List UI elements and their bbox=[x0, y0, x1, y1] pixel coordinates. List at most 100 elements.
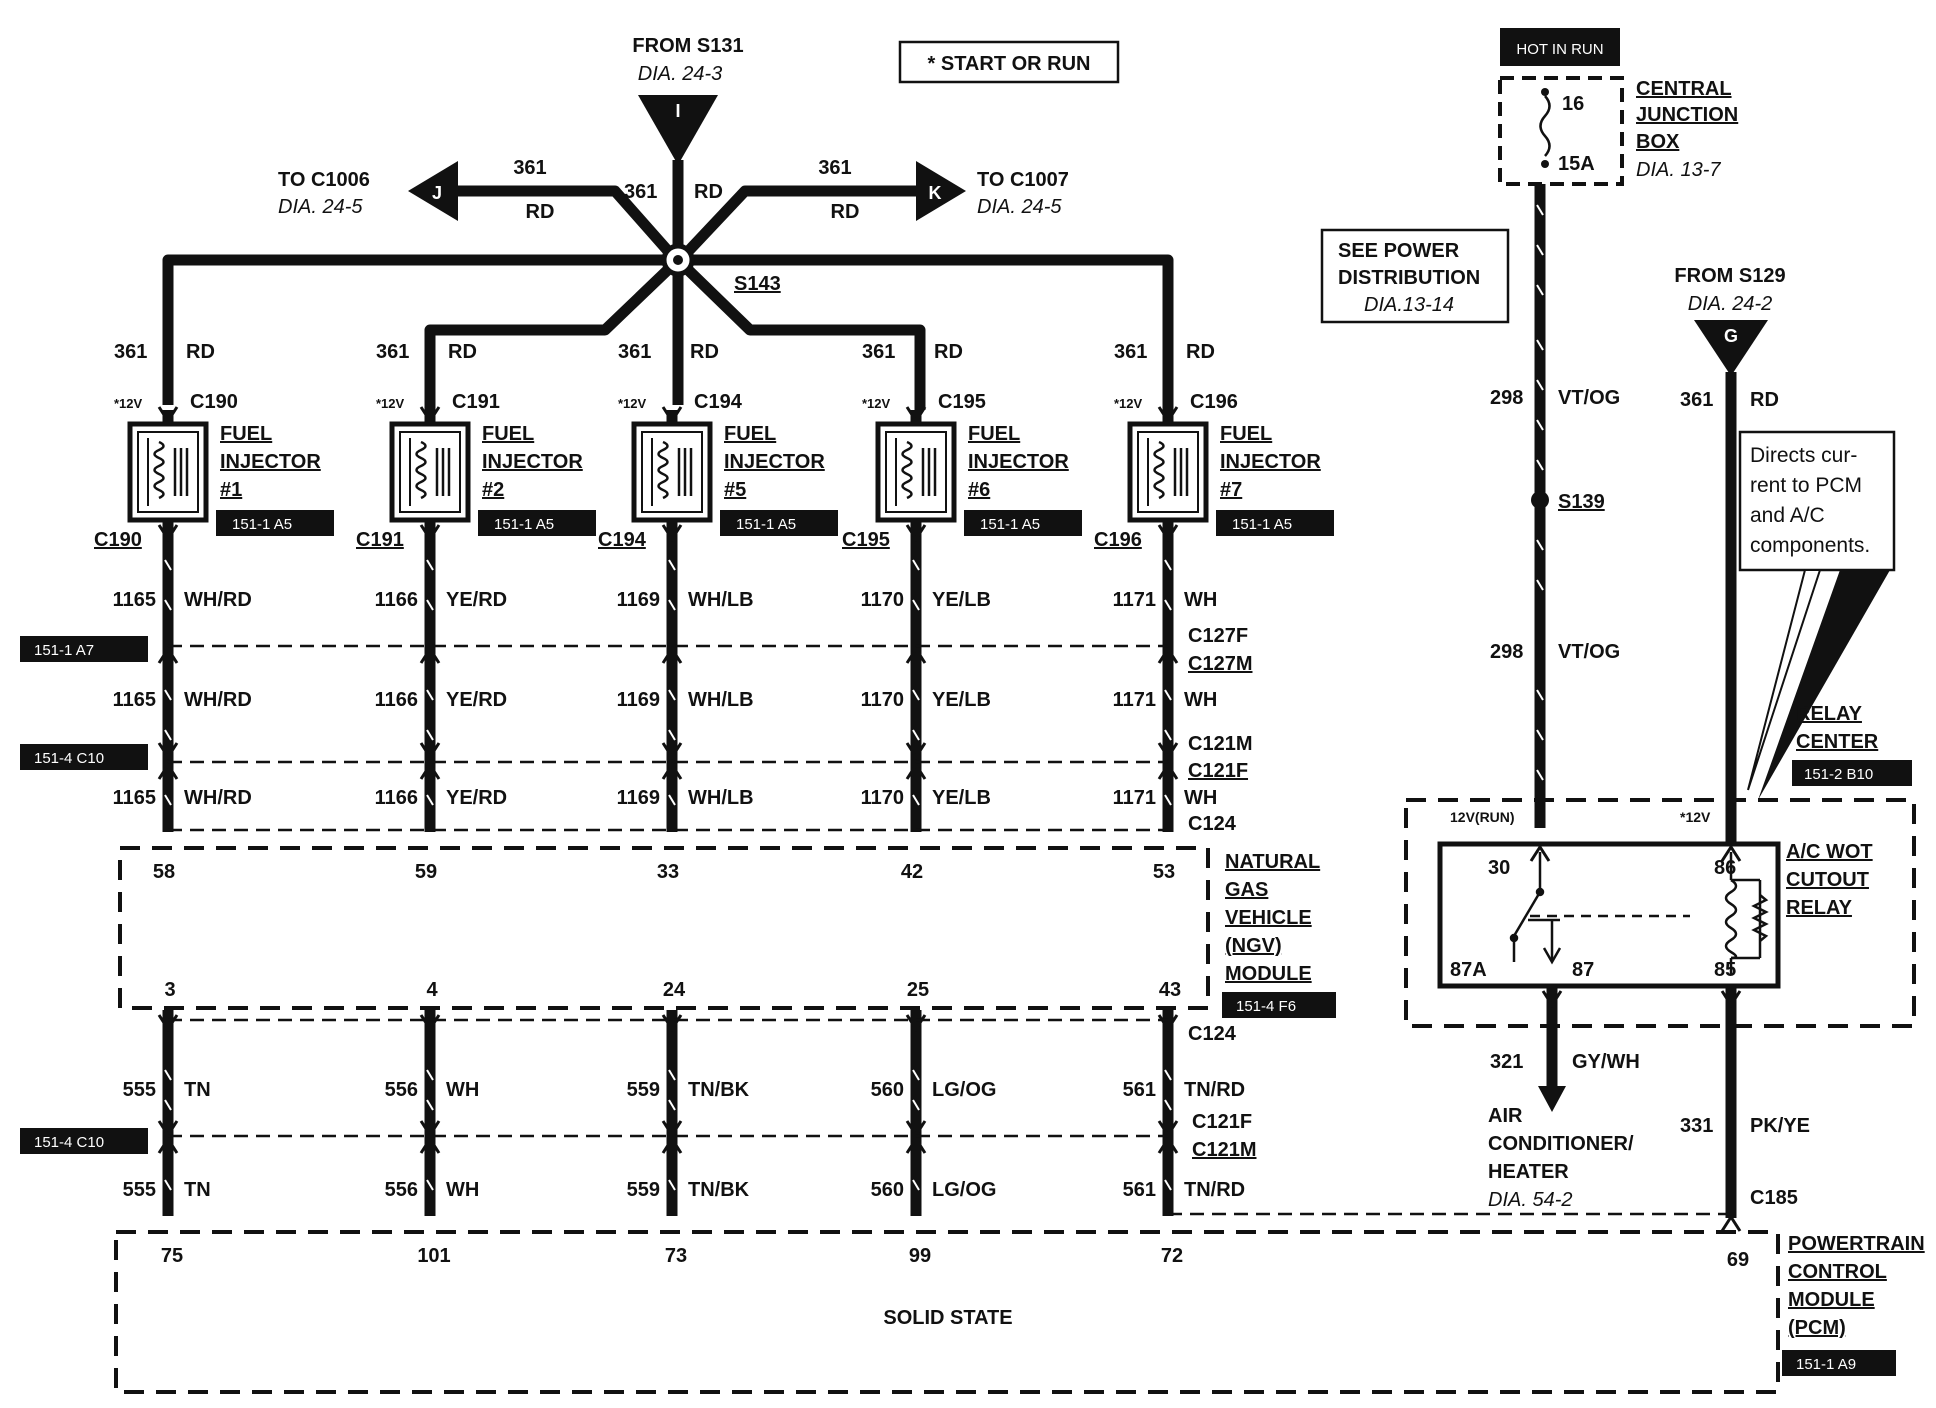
connector-g-triangle bbox=[1694, 320, 1768, 376]
wire-361-center: 361 bbox=[624, 181, 657, 203]
injector-name-1: FUEL bbox=[724, 423, 776, 445]
note-line-3: and A/C bbox=[1750, 504, 1825, 527]
connector-bottom: C190 bbox=[94, 529, 142, 551]
fuel-injector-icon bbox=[634, 424, 710, 520]
ngv-pin-top: 42 bbox=[901, 861, 923, 883]
wire-color-top: RD bbox=[448, 341, 477, 363]
wire-number-5: 560 bbox=[871, 1179, 904, 1201]
wire-color-3: WH bbox=[1184, 787, 1217, 809]
relay-center-label-1: RELAY bbox=[1796, 703, 1863, 725]
ngv-label-4: (NGV) bbox=[1225, 935, 1282, 957]
ac-label-1: AIR bbox=[1488, 1105, 1523, 1127]
wire-number-5: 561 bbox=[1123, 1179, 1156, 1201]
fuel-injector-icon bbox=[1130, 424, 1206, 520]
c121f-upper-label: C121F bbox=[1188, 760, 1248, 782]
wire-number-1: 1169 bbox=[617, 589, 660, 611]
wire-361-right: 361 bbox=[818, 157, 851, 179]
wire-color-5: LG/OG bbox=[932, 1179, 996, 1201]
ngv-pin-bottom: 25 bbox=[907, 979, 929, 1001]
wire-number-3: 1165 bbox=[113, 787, 156, 809]
connector-top: C194 bbox=[694, 391, 743, 413]
relay-pin-87: 87 bbox=[1572, 959, 1594, 981]
wire-number-top: 361 bbox=[376, 341, 409, 363]
wire-number-2: 1171 bbox=[1113, 689, 1156, 711]
c121f-lower-label: C121F bbox=[1192, 1111, 1252, 1133]
hint-12v: *12V bbox=[376, 396, 405, 411]
ngv-pin-bottom: 43 bbox=[1159, 979, 1181, 1001]
ngv-label-1: NATURAL bbox=[1225, 851, 1320, 873]
pcm-label-3: MODULE bbox=[1788, 1289, 1875, 1311]
injector-name-2: INJECTOR bbox=[220, 451, 321, 473]
arrow-k bbox=[916, 161, 966, 221]
connector-top: C191 bbox=[452, 391, 500, 413]
wire-color-4: WH bbox=[446, 1079, 479, 1101]
injector-ref: 151-1 A5 bbox=[736, 516, 796, 533]
ac-dia: DIA. 54-2 bbox=[1488, 1189, 1572, 1211]
wire-color-3: WH/LB bbox=[688, 787, 754, 809]
start-or-run-box bbox=[898, 40, 1120, 84]
wire-color-1: WH bbox=[1184, 589, 1217, 611]
hint-12v: *12V bbox=[1114, 396, 1143, 411]
relay-pin-86: 86 bbox=[1714, 857, 1736, 879]
splice-s143-label: S143 bbox=[734, 273, 781, 295]
wire-number-5: 555 bbox=[123, 1179, 156, 1201]
ngv-pin-bottom: 4 bbox=[426, 979, 438, 1001]
ngv-module-box bbox=[118, 846, 1210, 1010]
connector-bottom: C191 bbox=[356, 529, 404, 551]
from-s129-label: FROM S129 bbox=[1674, 265, 1785, 287]
wire-color-top: RD bbox=[1186, 341, 1215, 363]
wire-331-label: 331 bbox=[1680, 1115, 1713, 1137]
wire-number-1: 1171 bbox=[1113, 589, 1156, 611]
wire-number-1: 1165 bbox=[113, 589, 156, 611]
c121m-lower-label: C121M bbox=[1192, 1139, 1256, 1161]
wire-color-1: WH/LB bbox=[688, 589, 754, 611]
top-distribution: I FROM S131 DIA. 24-3 * START OR RUN J T… bbox=[162, 35, 1174, 410]
ngv-pin-bottom: 24 bbox=[663, 979, 686, 1001]
ngv-label-5: MODULE bbox=[1225, 963, 1312, 985]
wire-color-2: WH/RD bbox=[184, 689, 252, 711]
wire-361-left: 361 bbox=[513, 157, 546, 179]
connector-top: C190 bbox=[190, 391, 238, 413]
wire-color-5: TN/RD bbox=[1184, 1179, 1245, 1201]
wire-color-4: LG/OG bbox=[932, 1079, 996, 1101]
ref-151-4-c10-lower: 151-4 C10 bbox=[34, 1134, 104, 1151]
pcm-ref: 151-1 A9 bbox=[1796, 1356, 1856, 1373]
ac-label-3: HEATER bbox=[1488, 1161, 1569, 1183]
wire-color-4: TN/BK bbox=[688, 1079, 750, 1101]
cjb-label-1: CENTRAL bbox=[1636, 78, 1732, 100]
start-or-run-label: * START OR RUN bbox=[928, 53, 1091, 75]
wire-color-top: RD bbox=[186, 341, 215, 363]
injector-number: #6 bbox=[968, 479, 990, 501]
left-reference-tags: 151-1 A7 151-4 C10 151-4 C10 bbox=[20, 636, 148, 1154]
note-line-4: components. bbox=[1750, 534, 1870, 557]
ngv-pin-top: 53 bbox=[1153, 861, 1175, 883]
relay-box bbox=[1437, 841, 1781, 989]
wire-color-3: YE/LB bbox=[932, 787, 991, 809]
dia-24-2-label: DIA. 24-2 bbox=[1688, 293, 1772, 315]
ngv-module: NATURAL GAS VEHICLE (NGV) MODULE 151-4 F… bbox=[118, 846, 1336, 1018]
injector-name-1: FUEL bbox=[1220, 423, 1272, 445]
c121m-upper-label: C121M bbox=[1188, 733, 1252, 755]
c124-upper-label: C124 bbox=[1188, 813, 1237, 835]
cjb-label-3: BOX bbox=[1636, 131, 1680, 153]
splice-s139-label: S139 bbox=[1558, 491, 1605, 513]
hint-12v: *12V bbox=[862, 396, 891, 411]
to-c1007-label: TO C1007 bbox=[977, 169, 1069, 191]
injector-ref: 151-1 A5 bbox=[1232, 516, 1292, 533]
pcm-module: SOLID STATE POWERTRAIN CONTROL MODULE (P… bbox=[114, 1230, 1925, 1394]
marker-k: K bbox=[929, 183, 942, 203]
fuse-number: 16 bbox=[1562, 93, 1584, 115]
wire-321-arrow bbox=[1538, 1086, 1566, 1112]
injector-name-2: INJECTOR bbox=[724, 451, 825, 473]
rd-left: RD bbox=[526, 201, 555, 223]
wire-number-top: 361 bbox=[1114, 341, 1147, 363]
injector-name-2: INJECTOR bbox=[968, 451, 1069, 473]
wire-color-2: YE/RD bbox=[446, 689, 507, 711]
wire-color-1: YE/LB bbox=[932, 589, 991, 611]
note-pointer-bold bbox=[1758, 570, 1890, 800]
cjb-dia: DIA. 13-7 bbox=[1636, 159, 1721, 181]
